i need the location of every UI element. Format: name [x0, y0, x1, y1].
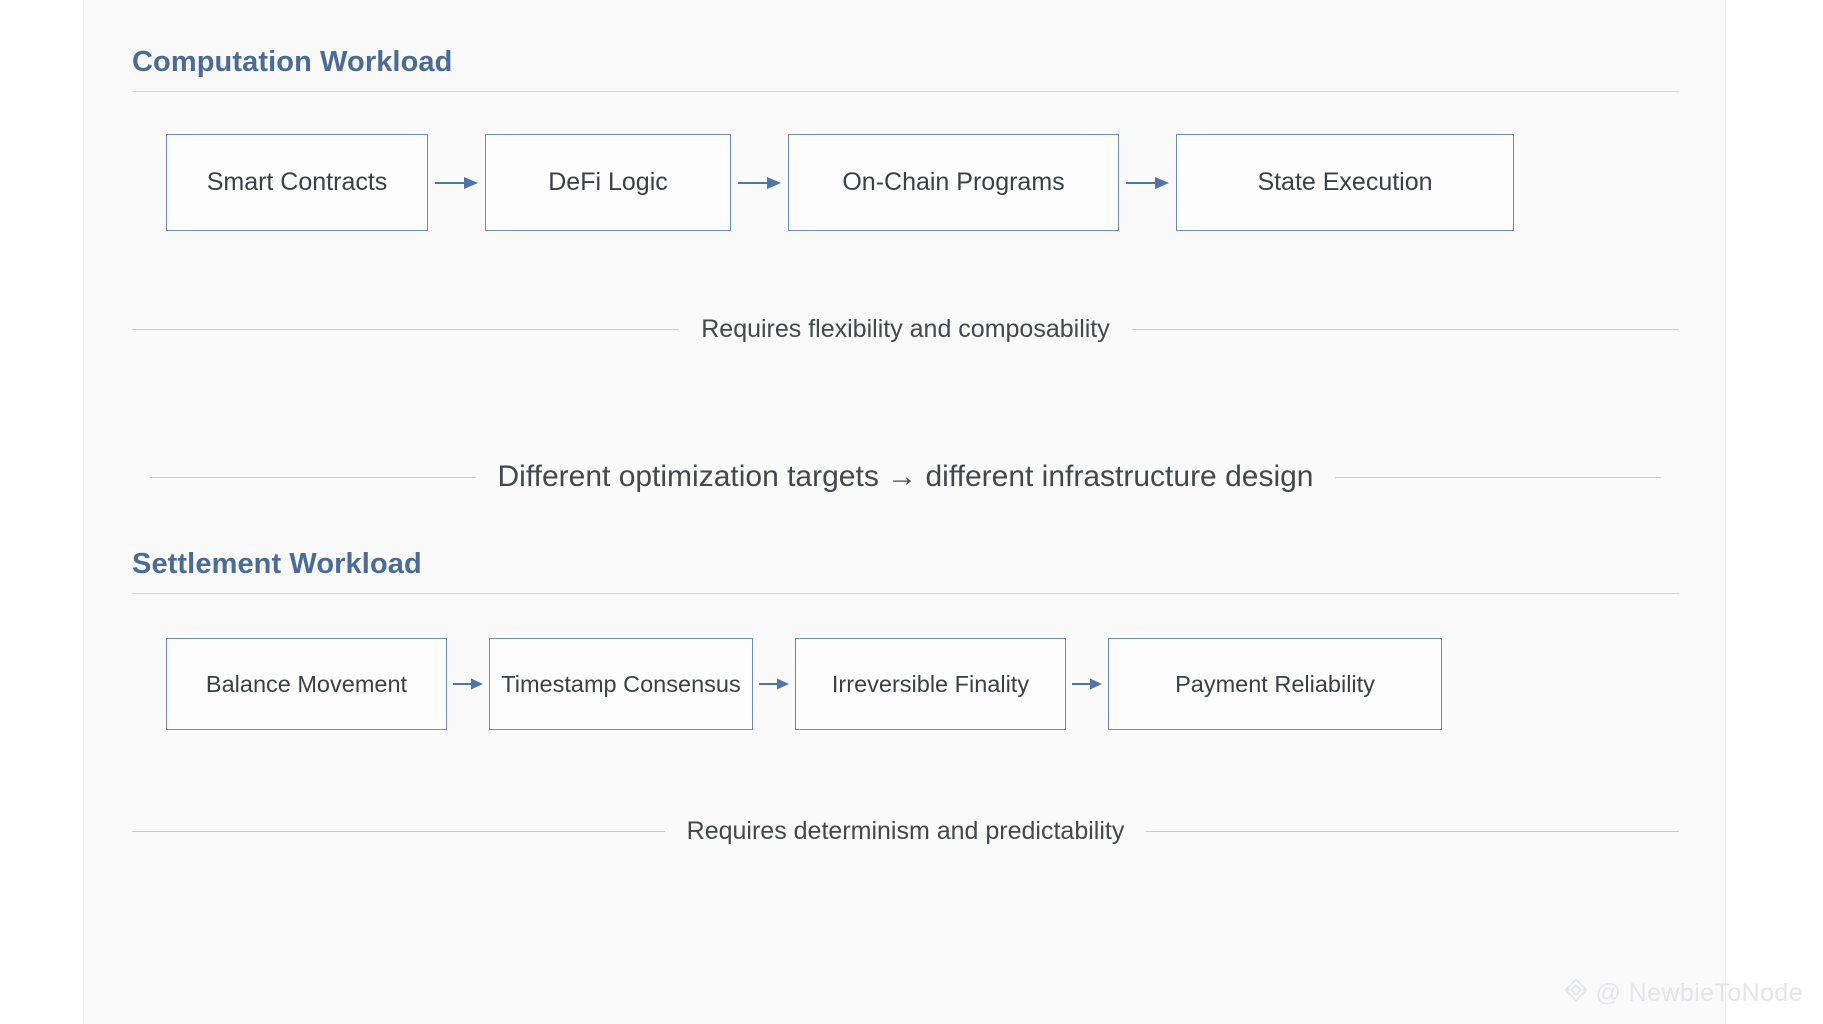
- flow-node-irreversible-finality[interactable]: Irreversible Finality: [795, 638, 1066, 730]
- arrow-right-icon: [447, 676, 489, 692]
- middle-divider-rule-left: [150, 476, 476, 478]
- flow-node-timestamp-consensus[interactable]: Timestamp Consensus: [489, 638, 753, 730]
- watermark-handle: @ NewbieToNode: [1595, 979, 1803, 1007]
- caption-rule-left: [132, 329, 680, 330]
- caption-text-settlement: Requires determinism and predictability: [686, 817, 1125, 845]
- flow-row-computation: Smart Contracts DeFi Logic On-Chain Prog…: [166, 134, 1679, 231]
- middle-divider: Different optimization targets → differe…: [150, 460, 1661, 494]
- slide-content: Computation Workload Smart Contracts DeF…: [132, 0, 1680, 1024]
- slide-card: Computation Workload Smart Contracts DeF…: [83, 0, 1726, 1024]
- arrow-right-icon: [1119, 175, 1176, 191]
- flow-node-defi-logic[interactable]: DeFi Logic: [485, 134, 731, 231]
- diamond-logo-icon: [1563, 977, 1589, 1010]
- watermark: @ NewbieToNode: [1563, 977, 1803, 1010]
- flow-node-state-execution[interactable]: State Execution: [1176, 134, 1514, 231]
- section-title-rule-computation: [132, 91, 1679, 92]
- caption-rule-right: [1131, 329, 1679, 330]
- flow-row-settlement: Balance Movement Timestamp Consensus Irr…: [166, 638, 1679, 730]
- flow-node-balance-movement[interactable]: Balance Movement: [166, 638, 447, 730]
- middle-divider-rule-right: [1335, 476, 1661, 478]
- section-title-rule-settlement: [132, 593, 1679, 594]
- arrow-right-icon: [1066, 676, 1108, 692]
- section-title-settlement: Settlement Workload: [132, 548, 422, 580]
- caption-divider-settlement: Requires determinism and predictability: [132, 817, 1680, 846]
- flow-node-on-chain-programs[interactable]: On-Chain Programs: [788, 134, 1119, 231]
- flow-node-smart-contracts[interactable]: Smart Contracts: [166, 134, 428, 231]
- flow-node-payment-reliability[interactable]: Payment Reliability: [1108, 638, 1442, 730]
- arrow-right-icon: [731, 175, 788, 191]
- middle-divider-text: Different optimization targets → differe…: [497, 460, 1314, 493]
- section-title-computation: Computation Workload: [132, 46, 453, 78]
- arrow-right-icon: [753, 676, 795, 692]
- caption-divider-computation: Requires flexibility and composability: [132, 315, 1679, 344]
- arrow-right-icon: [428, 175, 485, 191]
- caption-rule-right: [1146, 831, 1680, 832]
- caption-text-computation: Requires flexibility and composability: [701, 315, 1110, 343]
- caption-rule-left: [132, 831, 665, 832]
